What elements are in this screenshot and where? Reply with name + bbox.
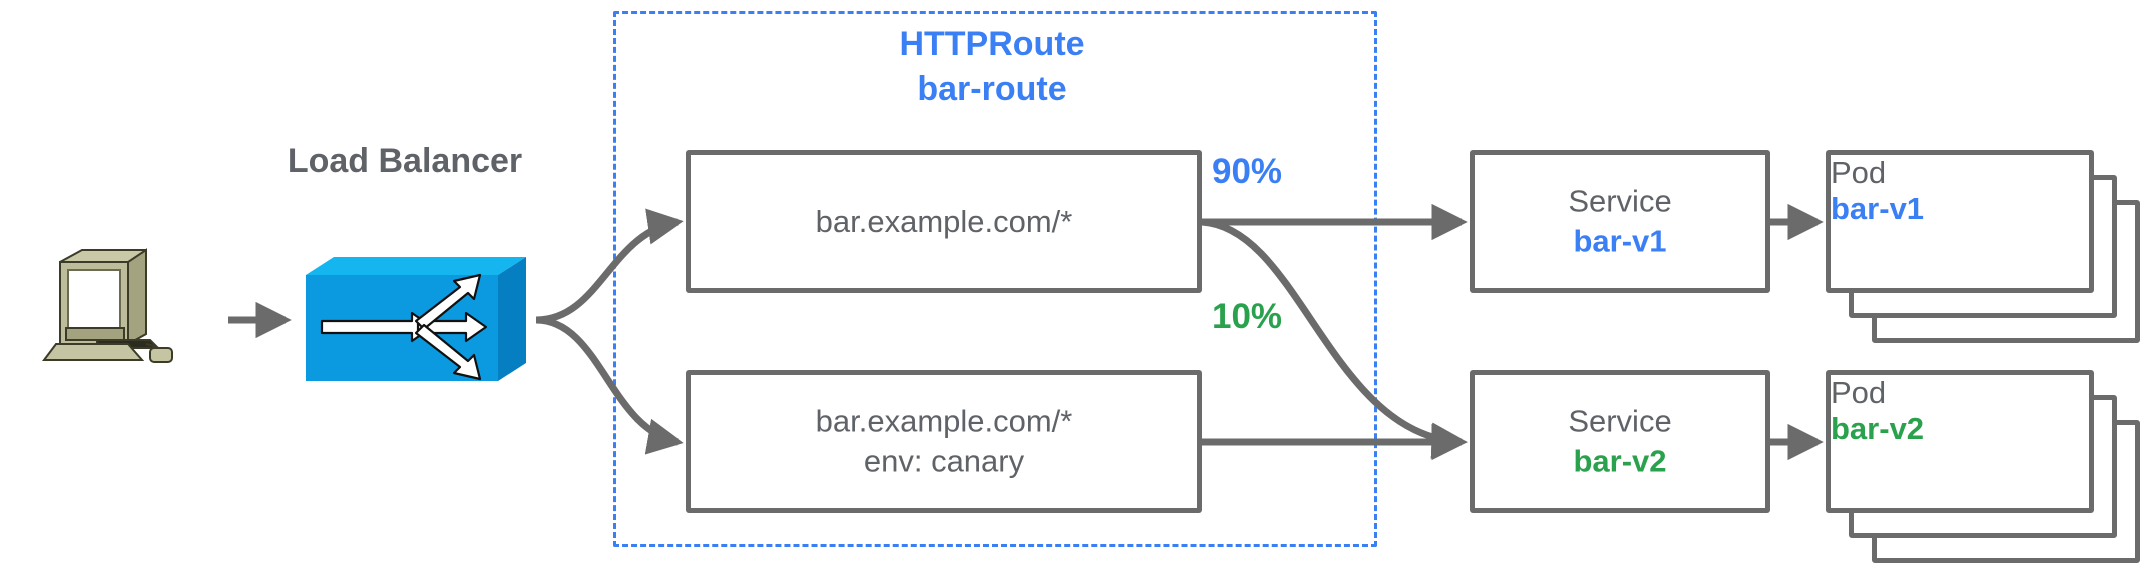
- load-balancer-label: Load Balancer: [287, 142, 523, 180]
- service-name-bar-v1: bar-v1: [1573, 223, 1667, 259]
- desktop-computer-icon: [42, 248, 222, 363]
- pod-layer-front: Pod bar-v2: [1826, 370, 2094, 513]
- pod-name-bar-v2: bar-v2: [1831, 411, 1925, 446]
- service-box-bar-v1[interactable]: Service bar-v1: [1470, 150, 1770, 293]
- pod-stack-bar-v2[interactable]: Pod bar-v2: [1826, 370, 2140, 570]
- httproute-name-label: bar-route: [917, 70, 1067, 109]
- pod-layer-front: Pod bar-v1: [1826, 150, 2094, 293]
- route-rule-box-primary[interactable]: bar.example.com/*: [686, 150, 1202, 293]
- route-rule-box-canary[interactable]: bar.example.com/* env: canary: [686, 370, 1202, 513]
- pod-stack-bar-v1[interactable]: Pod bar-v1: [1826, 150, 2140, 350]
- pod-name-bar-v1: bar-v1: [1831, 191, 1925, 226]
- route-header-canary: env: canary: [863, 443, 1025, 479]
- service-name-bar-v2: bar-v2: [1573, 443, 1667, 479]
- route-match-canary: bar.example.com/*: [815, 403, 1073, 439]
- httproute-title: HTTPRoute bar-route: [613, 22, 1371, 112]
- service-kind-bar-v2: Service: [1568, 403, 1672, 439]
- pod-kind-bar-v1: Pod: [1831, 155, 1887, 190]
- load-balancer-icon: [300, 255, 532, 385]
- route-match-primary: bar.example.com/*: [815, 203, 1073, 239]
- weight-label-primary: 90%: [1212, 152, 1283, 191]
- service-box-bar-v2[interactable]: Service bar-v2: [1470, 370, 1770, 513]
- httproute-kind-label: HTTPRoute: [899, 25, 1085, 63]
- weight-label-canary: 10%: [1212, 297, 1283, 336]
- pod-kind-bar-v2: Pod: [1831, 375, 1887, 410]
- service-kind-bar-v1: Service: [1568, 183, 1672, 219]
